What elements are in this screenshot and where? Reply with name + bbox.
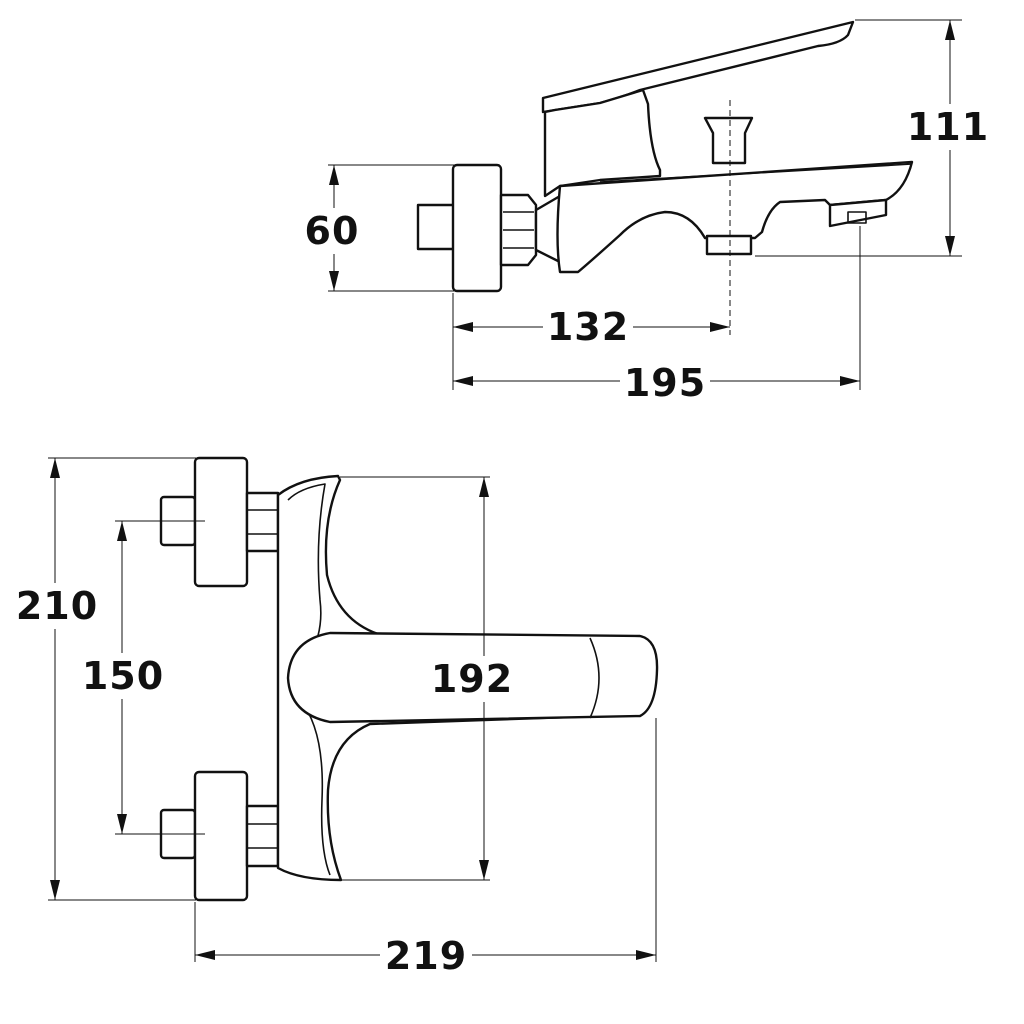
side-wall-flange (451, 163, 503, 293)
front-bottom-flange (193, 770, 249, 902)
side-lever-handle (541, 20, 855, 114)
dim-label-150: 150 (82, 654, 164, 698)
dim-label-192: 192 (431, 657, 513, 701)
side-connection-stub (416, 203, 456, 251)
dim-label-195: 195 (624, 361, 706, 405)
front-top-flange (193, 456, 249, 588)
dim-label-111: 111 (907, 105, 989, 149)
dim-label-132: 132 (547, 305, 629, 349)
side-aerator-insert (847, 211, 867, 224)
side-aerator (828, 198, 888, 228)
dim-label-60: 60 (305, 209, 360, 253)
front-top-nut (245, 491, 280, 553)
side-diverter-knob (703, 116, 754, 165)
front-view: 210 150 192 219 (12, 456, 659, 979)
front-lever-tip-line (589, 637, 600, 719)
dim-label-219: 219 (385, 934, 467, 978)
front-lever-handle (286, 631, 659, 724)
side-view: 111 60 132 195 (300, 19, 989, 406)
dim-label-210: 210 (16, 584, 98, 628)
front-bottom-nut (245, 804, 280, 868)
side-shower-outlet (705, 234, 753, 256)
side-cartridge-body (543, 88, 662, 198)
